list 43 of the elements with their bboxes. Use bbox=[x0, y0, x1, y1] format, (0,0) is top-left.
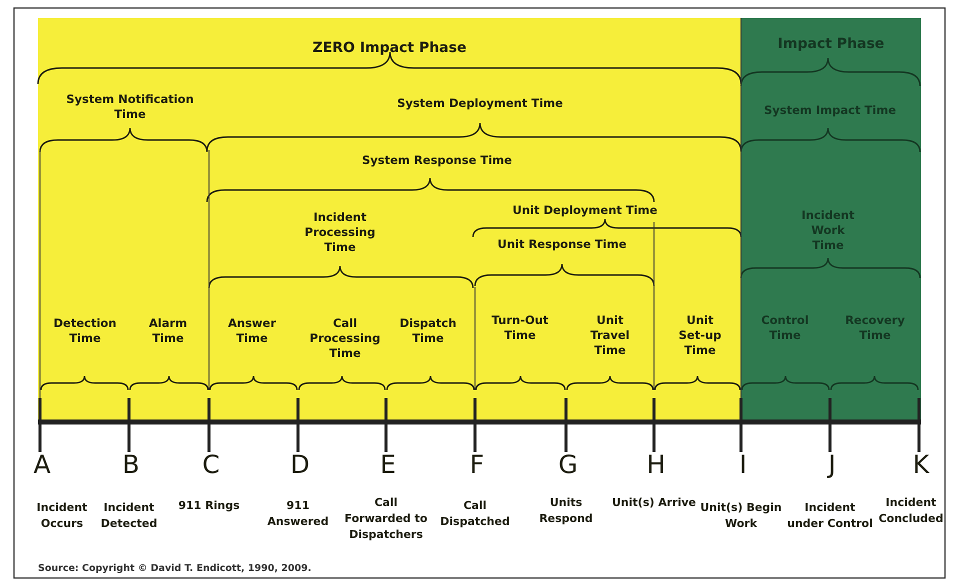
point-letter: K bbox=[912, 452, 930, 478]
event-label: 911 Answered bbox=[266, 498, 330, 530]
interval-label: Recovery Time bbox=[844, 313, 906, 343]
interval-label: System Notification Time bbox=[65, 92, 195, 122]
interval-label: Unit Set-up Time bbox=[678, 313, 722, 358]
point-letter: B bbox=[121, 452, 141, 478]
point-letter: H bbox=[646, 452, 666, 478]
phase-title: ZERO Impact Phase bbox=[312, 40, 466, 56]
interval-label: System Deployment Time bbox=[396, 96, 564, 111]
interval-label: Unit Response Time bbox=[496, 237, 628, 252]
interval-label: Dispatch Time bbox=[398, 316, 458, 346]
event-label: Incident under Control bbox=[787, 500, 873, 532]
phase-title: Impact Phase bbox=[778, 36, 884, 52]
event-label: Incident Detected bbox=[100, 500, 158, 532]
phase-band bbox=[741, 18, 921, 420]
interval-label: Unit Travel Time bbox=[589, 313, 631, 358]
point-letter: D bbox=[289, 452, 311, 478]
point-letter: A bbox=[32, 452, 52, 478]
event-label: 911 Rings bbox=[177, 498, 241, 514]
interval-label: Call Processing Time bbox=[308, 316, 382, 361]
interval-label: Turn-Out Time bbox=[490, 313, 550, 343]
event-label: Call Forwarded to Dispatchers bbox=[344, 495, 428, 543]
interval-label: Answer Time bbox=[226, 316, 278, 346]
interval-label: System Response Time bbox=[361, 153, 513, 168]
point-letter: J bbox=[826, 452, 837, 478]
point-letter: F bbox=[468, 452, 486, 478]
interval-label: Control Time bbox=[760, 313, 810, 343]
interval-label: Incident Work Time bbox=[800, 208, 856, 253]
point-letter: E bbox=[379, 452, 397, 478]
phase-band bbox=[38, 18, 741, 420]
interval-label: Detection Time bbox=[52, 316, 118, 346]
event-label: Unit(s) Begin Work bbox=[699, 500, 783, 532]
interval-label: System Impact Time bbox=[762, 103, 898, 118]
event-label: Call Dispatched bbox=[439, 498, 511, 530]
interval-label: Unit Deployment Time bbox=[512, 203, 658, 218]
point-letter: I bbox=[738, 452, 748, 478]
point-letter: G bbox=[557, 452, 579, 478]
interval-label: Alarm Time bbox=[148, 316, 188, 346]
point-letter: C bbox=[201, 452, 221, 478]
interval-label: Incident Processing Time bbox=[304, 210, 376, 255]
event-label: Unit(s) Arrive bbox=[611, 495, 697, 511]
source-note: Source: Copyright © David T. Endicott, 1990, 2009. bbox=[38, 563, 312, 574]
event-label: Units Respond bbox=[538, 495, 594, 527]
